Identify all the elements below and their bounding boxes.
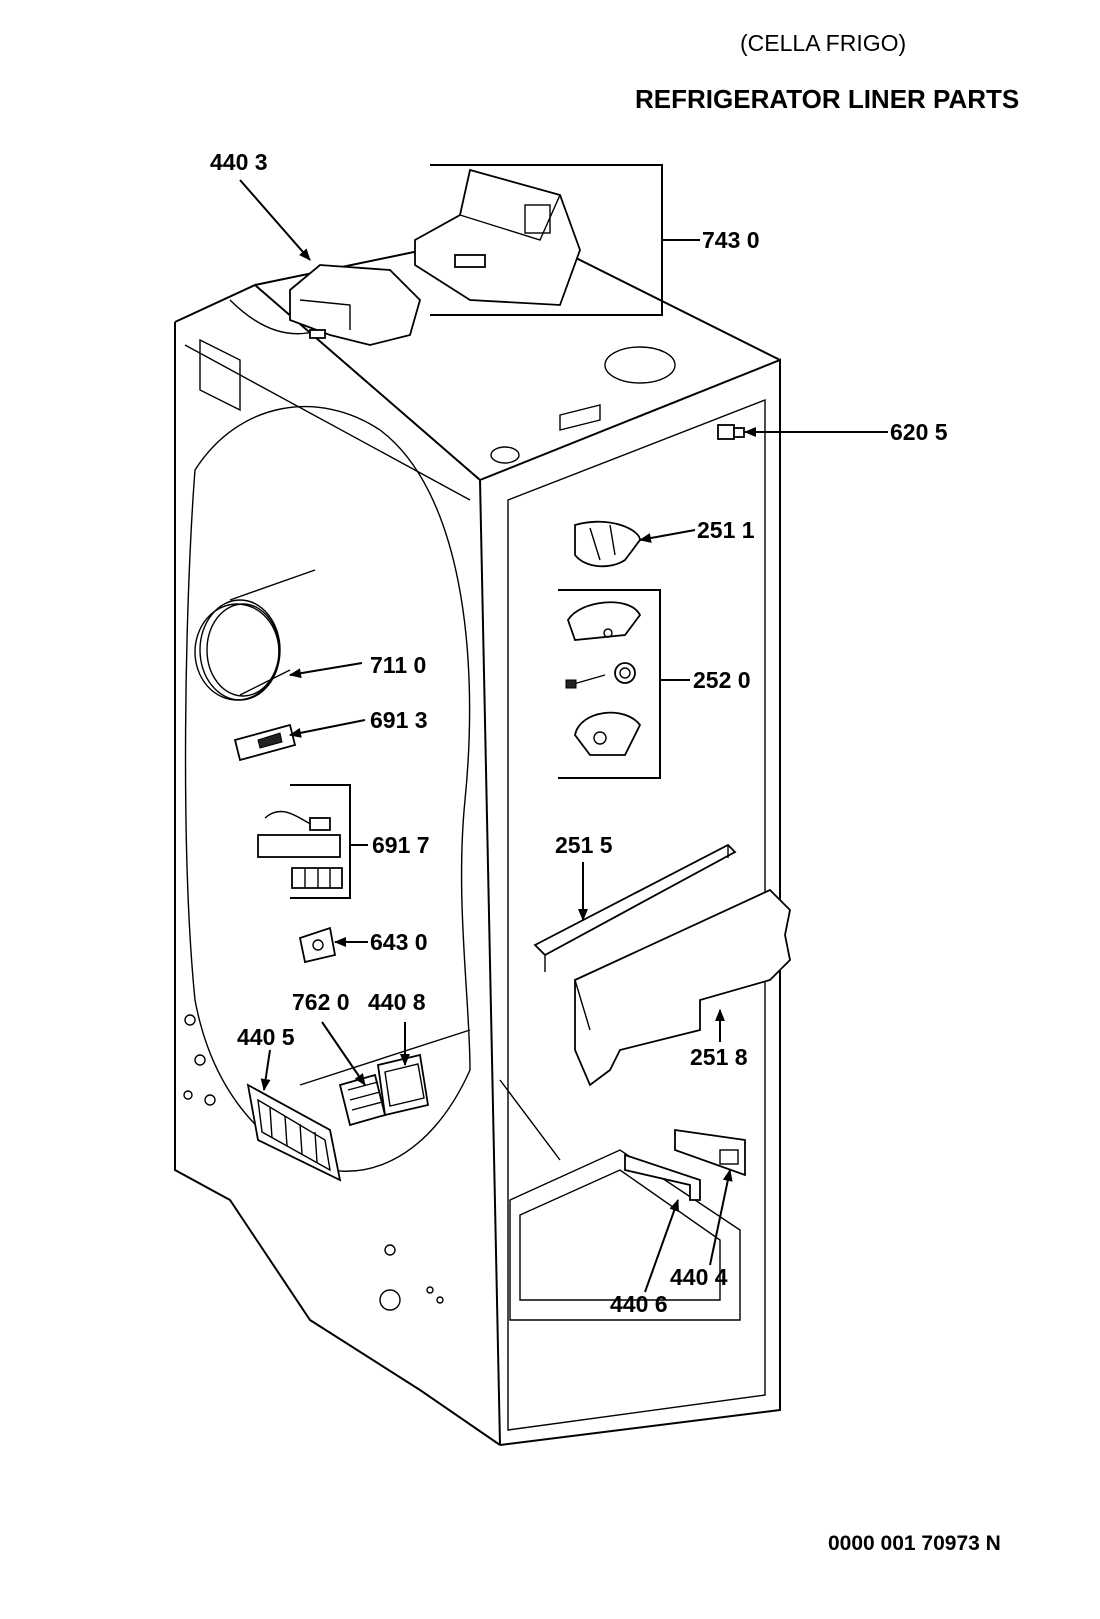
- label-440-4: 440 4: [670, 1264, 728, 1290]
- lamp-cover-part: [574, 520, 641, 568]
- document-number: 0000 001 70973 N: [828, 1532, 1001, 1555]
- label-691-7: 691 7: [372, 832, 430, 858]
- shelf-support-part: [574, 888, 791, 1087]
- label-762-0: 762 0: [292, 989, 350, 1015]
- diagram-subtitle: (CELLA FRIGO): [740, 30, 907, 56]
- leader-lines: [239, 179, 888, 1293]
- label-620-5: 620 5: [890, 419, 948, 445]
- bracket-part: [233, 723, 297, 762]
- lower-bracket-part: [624, 1128, 746, 1201]
- grille-part: [376, 1053, 430, 1117]
- label-643-0: 643 0: [370, 929, 428, 955]
- label-251-8: 251 8: [690, 1044, 748, 1070]
- label-440-5: 440 5: [237, 1024, 295, 1050]
- label-252-0: 252 0: [693, 667, 751, 693]
- air-duct-part: [414, 164, 663, 316]
- label-440-3: 440 3: [210, 149, 268, 175]
- filter-housing-part: [246, 1083, 342, 1182]
- switch-part: [717, 424, 745, 440]
- label-251-5: 251 5: [555, 832, 613, 858]
- label-691-3: 691 3: [370, 707, 428, 733]
- label-711-0: 711 0: [370, 652, 426, 678]
- control-housing-part: [289, 264, 422, 346]
- sensor-kit-part: [257, 784, 351, 899]
- diagram-title: REFRIGERATOR LINER PARTS: [635, 84, 1020, 114]
- label-440-8: 440 8: [368, 989, 426, 1015]
- coiled-wire-part: [194, 569, 316, 701]
- label-440-6: 440 6: [610, 1291, 668, 1317]
- label-743-0: 743 0: [702, 227, 760, 253]
- rail-part: [533, 843, 737, 972]
- label-251-1: 251 1: [697, 517, 755, 543]
- plate-part: [298, 926, 337, 964]
- lamp-assembly-part: [558, 589, 661, 779]
